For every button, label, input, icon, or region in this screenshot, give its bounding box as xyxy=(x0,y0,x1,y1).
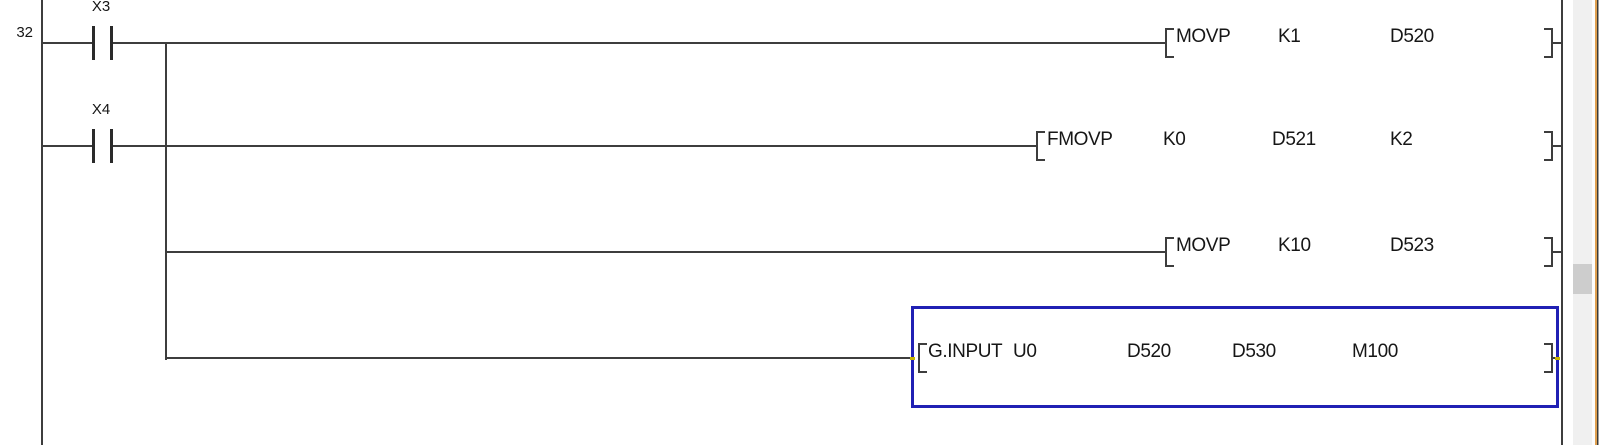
right-bracket xyxy=(1544,28,1553,30)
left-bracket xyxy=(918,343,920,373)
wire xyxy=(113,42,1165,44)
left-bracket xyxy=(1036,159,1045,161)
left-bracket xyxy=(1165,237,1174,239)
operand[interactable]: D520 xyxy=(1127,341,1171,362)
right-bracket xyxy=(1544,265,1553,267)
right-bracket xyxy=(1544,56,1553,58)
right-bracket xyxy=(1544,237,1553,239)
wire xyxy=(1553,251,1563,253)
branch-junction-line xyxy=(165,42,167,360)
operand[interactable]: K0 xyxy=(1163,129,1186,150)
right-bracket xyxy=(1544,371,1553,373)
window-edge-gap xyxy=(1592,0,1595,445)
contact-symbol xyxy=(92,129,95,163)
right-bracket xyxy=(1551,343,1553,373)
right-bracket xyxy=(1551,237,1553,267)
right-bracket xyxy=(1544,159,1553,161)
wire xyxy=(1553,42,1563,44)
left-bracket xyxy=(1165,56,1174,58)
vertical-scrollbar-track[interactable] xyxy=(1573,0,1592,445)
left-bracket xyxy=(918,371,927,373)
right-bracket xyxy=(1544,343,1553,345)
wire xyxy=(43,42,92,44)
rung-step-number: 32 xyxy=(16,24,33,41)
left-bracket xyxy=(918,343,927,345)
operand[interactable]: D521 xyxy=(1272,129,1316,150)
contact-label: X4 xyxy=(91,101,111,118)
wire xyxy=(1553,145,1563,147)
vertical-scrollbar-thumb[interactable] xyxy=(1573,264,1592,294)
contact-symbol xyxy=(92,26,95,60)
contact-symbol xyxy=(110,129,113,163)
wire xyxy=(167,251,1165,253)
instruction-mnemonic[interactable]: FMOVP xyxy=(1047,129,1113,150)
connection-nub xyxy=(1555,357,1560,360)
left-bracket xyxy=(1165,28,1167,58)
left-bracket xyxy=(1165,265,1174,267)
contact-label: X3 xyxy=(91,0,111,15)
instruction-mnemonic[interactable]: MOVP xyxy=(1176,235,1231,256)
right-bracket xyxy=(1551,28,1553,58)
operand[interactable]: K2 xyxy=(1390,129,1413,150)
contact-symbol xyxy=(110,26,113,60)
left-bracket xyxy=(1036,131,1038,161)
right-bracket xyxy=(1551,131,1553,161)
instruction-mnemonic[interactable]: G.INPUT xyxy=(928,341,1003,362)
right-power-rail xyxy=(1561,0,1563,445)
operand[interactable]: M100 xyxy=(1352,341,1398,362)
operand[interactable]: D520 xyxy=(1390,26,1434,47)
window-edge-line xyxy=(1597,0,1598,445)
operand[interactable]: K1 xyxy=(1278,26,1301,47)
operand[interactable]: U0 xyxy=(1013,341,1037,362)
wire xyxy=(167,357,911,359)
wire xyxy=(43,145,92,147)
left-bracket xyxy=(1165,237,1167,267)
left-bracket xyxy=(1165,28,1174,30)
operand[interactable]: K10 xyxy=(1278,235,1311,256)
left-bracket xyxy=(1036,131,1045,133)
window-edge-accent xyxy=(1595,0,1597,445)
operand[interactable]: D523 xyxy=(1390,235,1434,256)
wire xyxy=(113,145,1036,147)
right-bracket xyxy=(1544,131,1553,133)
operand[interactable]: D530 xyxy=(1232,341,1276,362)
left-power-rail xyxy=(41,0,43,445)
instruction-mnemonic[interactable]: MOVP xyxy=(1176,26,1231,47)
connection-nub xyxy=(910,357,915,360)
